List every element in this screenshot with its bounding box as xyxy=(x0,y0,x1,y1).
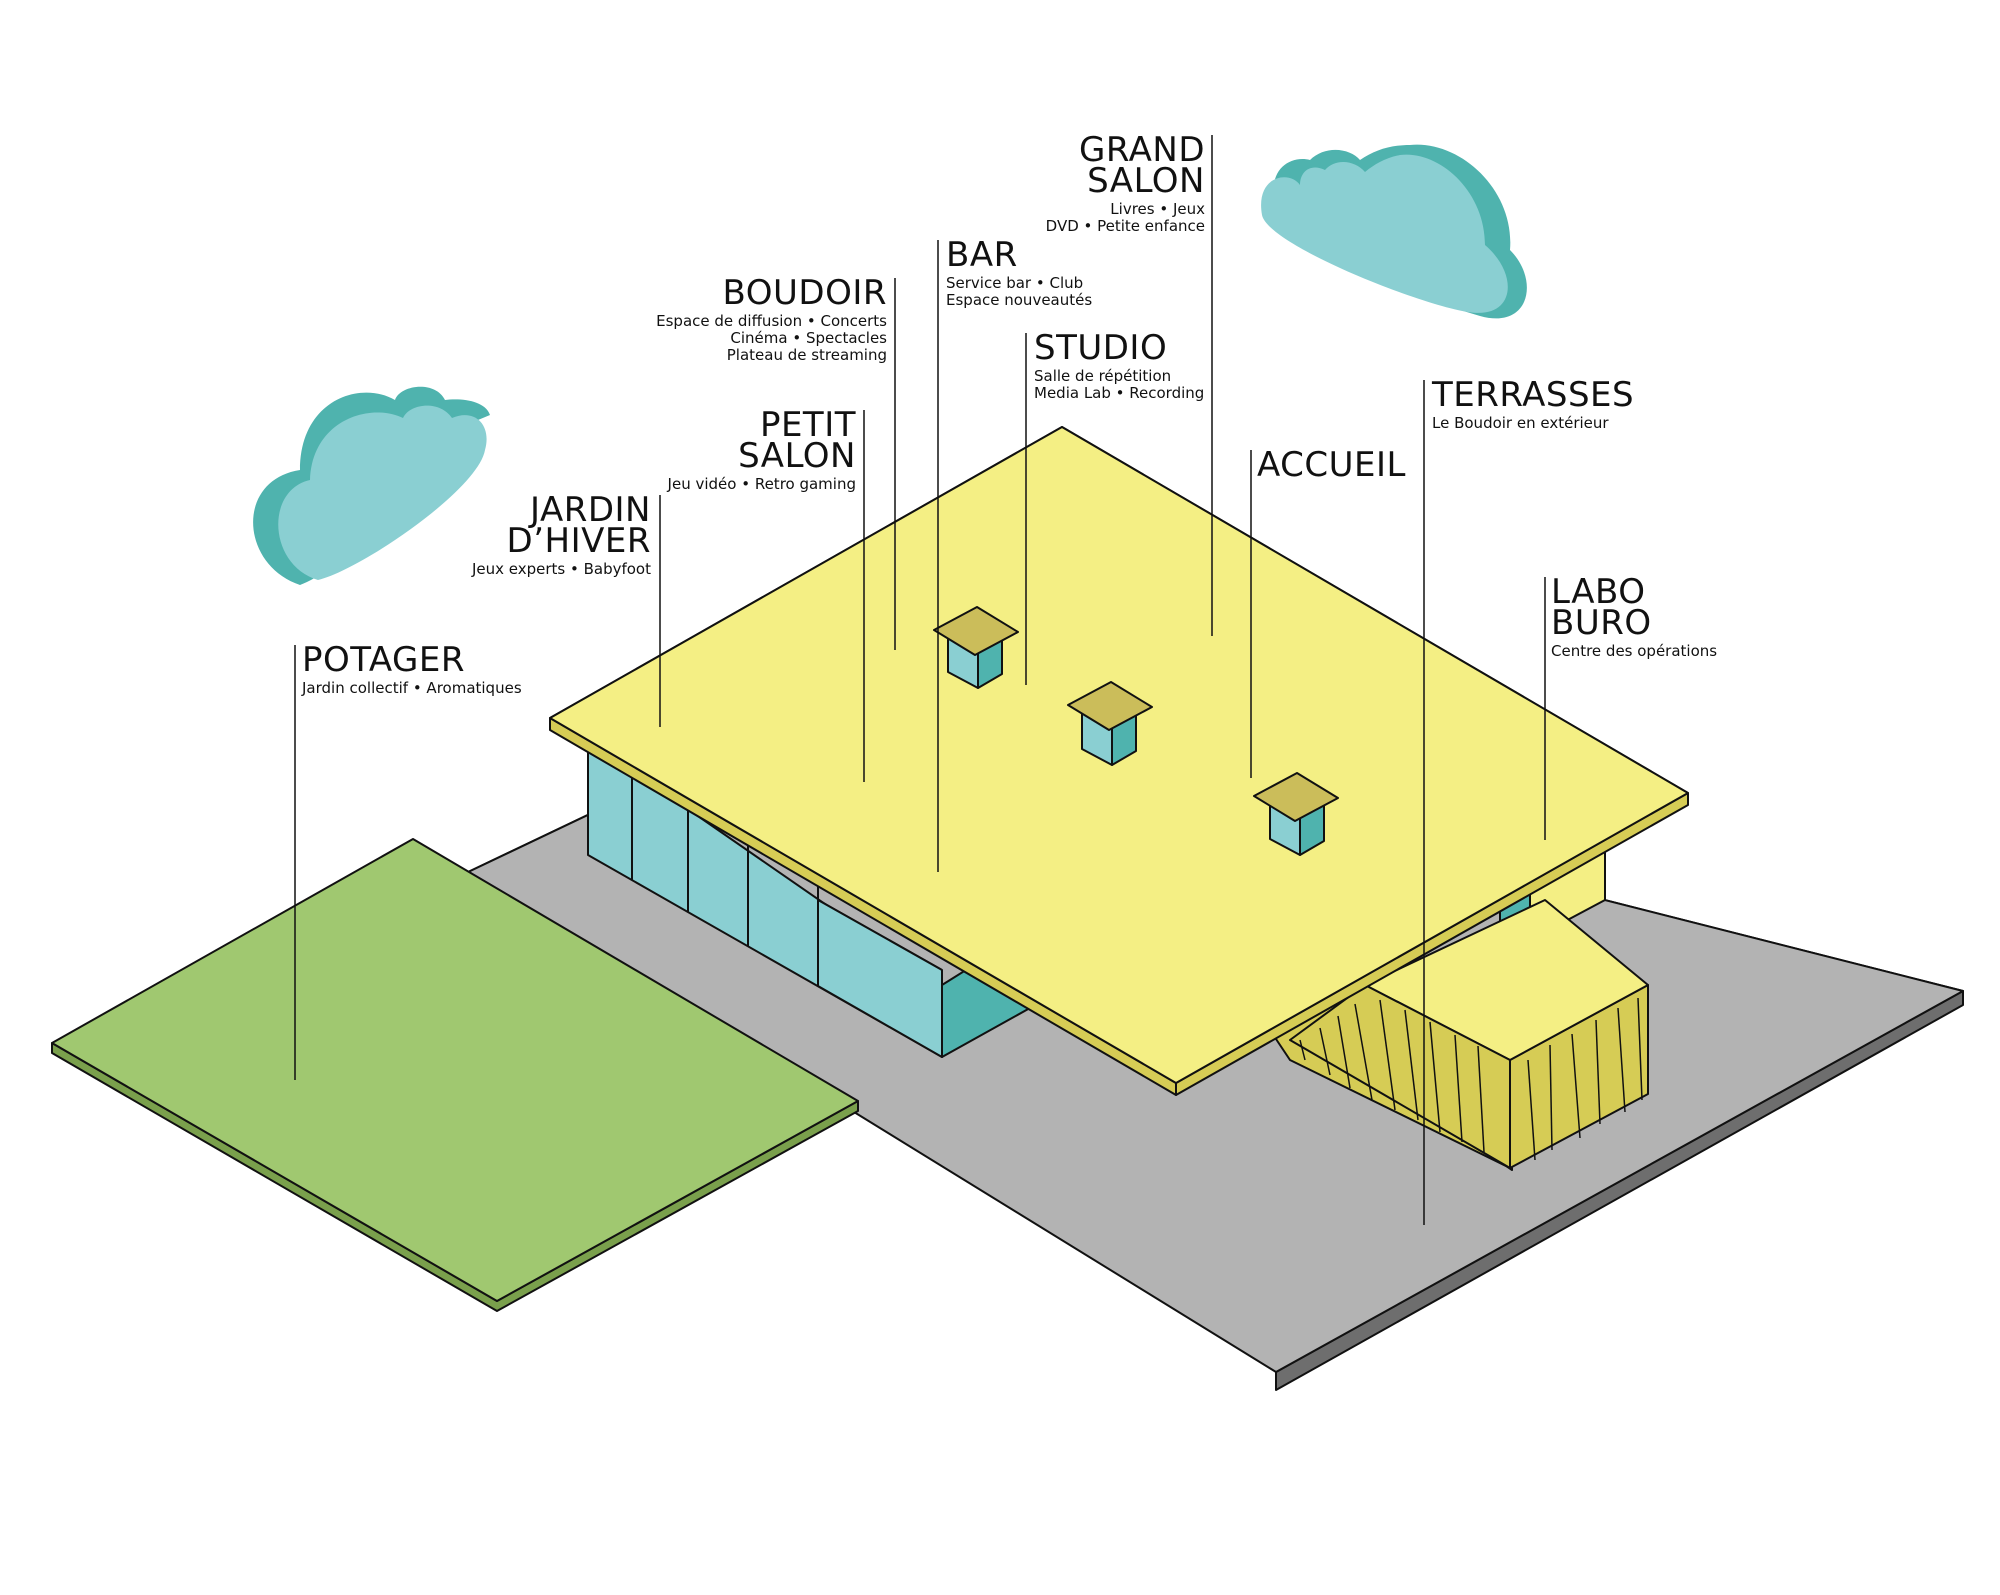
labo-buro-annex xyxy=(1269,899,1649,1171)
title-line: SALON xyxy=(738,436,856,476)
title-line: BAR xyxy=(946,235,1018,275)
subtitle-line: Livres • Jeux xyxy=(1110,200,1205,218)
subtitle-line: Centre des opérations xyxy=(1551,642,1718,660)
chimney-3 xyxy=(1253,772,1339,856)
subtitle-line: Jardin collectif • Aromatiques xyxy=(302,679,522,697)
title-line: ACCUEIL xyxy=(1257,445,1406,485)
subtitle-line: Espace de diffusion • Concerts xyxy=(656,312,887,330)
subtitle-line: Salle de répétition xyxy=(1034,367,1172,385)
subtitle-line: DVD • Petite enfance xyxy=(1045,217,1205,235)
title-line: BOUDOIR xyxy=(722,273,887,313)
label-terrasses: TERRASSES Le Boudoir en extérieur xyxy=(1432,375,1635,432)
subtitle-line: Jeu vidéo • Retro gaming xyxy=(667,475,856,493)
cloud-left xyxy=(253,386,490,585)
subtitle-line: Cinéma • Spectacles xyxy=(730,329,887,347)
title-line: LABO xyxy=(1551,572,1646,612)
label-accueil: ACCUEIL xyxy=(1257,445,1406,485)
garden-potager xyxy=(51,838,859,1312)
chimney-1 xyxy=(933,606,1019,689)
title-line: STUDIO xyxy=(1034,328,1168,368)
title-line: TERRASSES xyxy=(1432,375,1635,415)
cloud-right xyxy=(1261,144,1527,319)
title-line: JARDIN xyxy=(530,490,651,530)
leader-lines xyxy=(294,135,1546,1225)
title-line: PETIT xyxy=(759,405,856,445)
subtitle-line: Espace nouveautés xyxy=(946,291,1093,309)
title-line: SALON xyxy=(1087,161,1205,201)
subtitle-line: Service bar • Club xyxy=(946,274,1084,292)
label-potager: POTAGER Jardin collectif • Aromatiques xyxy=(302,640,522,697)
title-line: POTAGER xyxy=(302,640,466,680)
subtitle-line: Media Lab • Recording xyxy=(1034,384,1205,402)
subtitle-line: Plateau de streaming xyxy=(726,346,887,364)
subtitle-line: Le Boudoir en extérieur xyxy=(1432,414,1609,432)
subtitle-line: Jeux experts • Babyfoot xyxy=(471,560,651,578)
chimney-2 xyxy=(1067,681,1153,766)
title-line: D’HIVER xyxy=(506,521,651,561)
glass-facade xyxy=(587,739,1031,1058)
title-line: GRAND xyxy=(1079,130,1205,170)
title-line: BURO xyxy=(1551,603,1652,643)
